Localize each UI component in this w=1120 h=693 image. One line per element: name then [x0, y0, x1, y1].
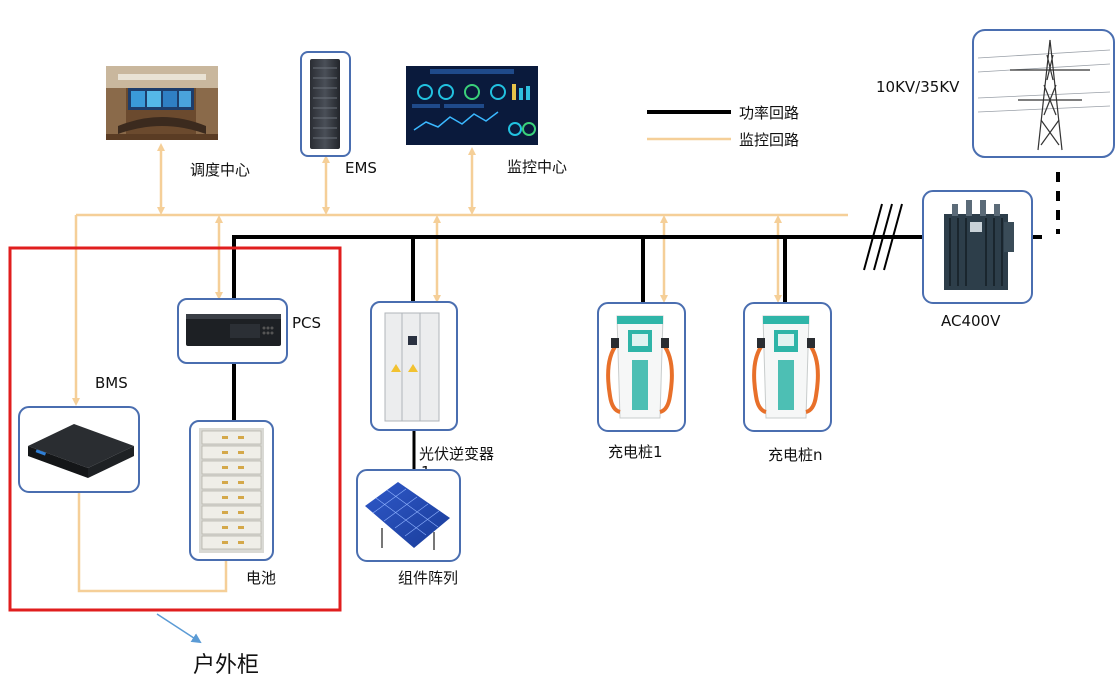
solar-panel-icon — [365, 482, 450, 550]
dispatch-center-label: 调度中心 — [190, 161, 250, 179]
grid-voltage-label: 10KV/35KV — [876, 78, 960, 96]
ev-charger-icon — [606, 315, 674, 419]
cabinet-pointer-arrow — [156, 613, 202, 644]
charger-1-label: 充电桩1 — [608, 443, 663, 461]
pcs-device-icon — [186, 314, 281, 346]
monitor-link-bms-battery — [77, 492, 228, 593]
grid-tower-box — [972, 29, 1115, 158]
legend-monitor-label: 监控回路 — [739, 131, 799, 149]
monitor-center-label: 监控中心 — [507, 158, 567, 176]
power-tower-icon — [977, 39, 1111, 151]
pv-array-label: 组件阵列 — [398, 569, 458, 587]
outdoor-cabinet-label: 户外柜 — [193, 653, 259, 678]
pv-inverter-label: 光伏逆变器 — [419, 445, 494, 463]
legend-power-label: 功率回路 — [739, 104, 799, 122]
legend: 功率回路 监控回路 — [647, 104, 799, 149]
pcs-node — [177, 298, 288, 364]
transformer-node — [922, 190, 1033, 304]
ems-node — [300, 51, 351, 157]
grid-tower-node — [972, 29, 1115, 158]
monitor-lines — [72, 143, 848, 593]
bms-device-icon — [28, 424, 134, 478]
dispatch-center-image — [106, 66, 218, 140]
inverter-cabinet-icon — [384, 312, 440, 422]
transformer-label: AC400V — [941, 312, 1001, 330]
charger-n-node — [743, 302, 832, 432]
transformer-icon — [944, 200, 1014, 290]
battery-label: 电池 — [246, 569, 276, 587]
break-marks — [863, 203, 903, 271]
outdoor-cabinet-frame — [8, 246, 342, 612]
ems-label: EMS — [345, 159, 377, 177]
pv-array-node — [356, 469, 461, 562]
bms-node — [18, 406, 140, 493]
battery-rack-icon — [199, 428, 264, 553]
charger-1-node — [597, 302, 686, 432]
monitor-center-image — [406, 66, 538, 145]
ev-charger-icon — [752, 315, 820, 419]
charger-n-label: 充电桩n — [768, 446, 823, 464]
battery-node — [189, 420, 274, 561]
pcs-label: PCS — [292, 314, 321, 332]
bms-label: BMS — [95, 374, 128, 392]
server-rack-icon — [310, 59, 340, 149]
pv-inverter-node — [370, 301, 458, 431]
